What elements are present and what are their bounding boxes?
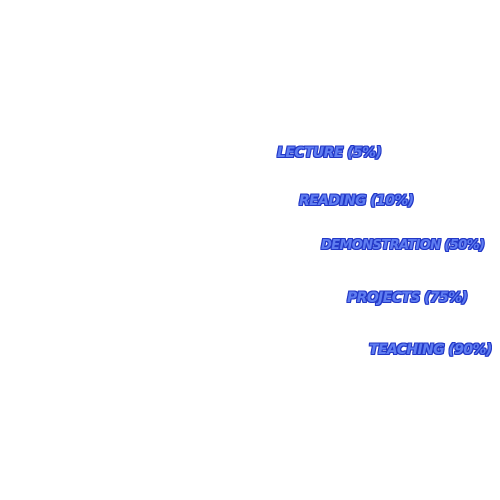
level-label-projects: PROJECTS (75%) (347, 290, 468, 306)
level-label-reading: READING (10%) (299, 193, 414, 209)
level-label-teaching: TEACHING (90%) (369, 342, 492, 358)
level-label-lecture: LECTURE (5%) (277, 145, 382, 161)
level-label-demonstration: DEMONSTRATION (50%) (321, 238, 485, 253)
